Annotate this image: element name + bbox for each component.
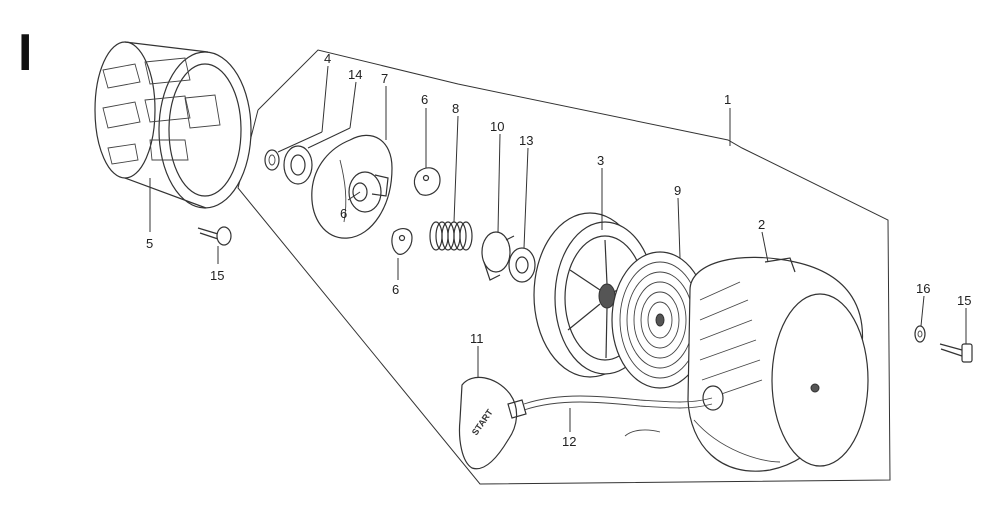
callout-7: 7 — [381, 71, 388, 86]
part-cup-5 — [94, 41, 252, 209]
callout-15-right: 15 — [957, 293, 971, 308]
callout-5: 5 — [146, 236, 153, 251]
callout-4: 4 — [324, 51, 331, 66]
callout-6-upper: 6 — [421, 92, 428, 107]
callout-11: 11 — [470, 331, 484, 346]
part-washer-14 — [283, 145, 313, 185]
leader-lines — [149, 65, 967, 432]
callout-10: 10 — [490, 119, 504, 134]
part-rope-12 — [523, 395, 713, 437]
callout-1: 1 — [724, 92, 731, 107]
callout-12: 12 — [562, 434, 576, 449]
callout-9: 9 — [674, 183, 681, 198]
callout-6-lower: 6 — [392, 282, 399, 297]
part-washer-13 — [508, 247, 536, 283]
part-start-handle-11: START — [458, 376, 527, 470]
part-bolt-15-right — [939, 343, 973, 363]
callout-13: 13 — [519, 133, 533, 148]
callout-8: 8 — [452, 101, 459, 116]
part-housing-2 — [687, 256, 869, 472]
assembly-boundary — [237, 49, 891, 485]
part-spring-8 — [429, 221, 473, 251]
callout-15-left: 15 — [210, 268, 224, 283]
callout-3: 3 — [597, 153, 604, 168]
section-letter: I — [18, 24, 32, 82]
part-pawl-6-lower — [391, 228, 413, 255]
part-clip-10 — [481, 231, 515, 281]
part-pawl-6-upper — [413, 167, 441, 196]
part-bolt-15-left — [197, 226, 232, 246]
callout-2: 2 — [758, 217, 765, 232]
part-ratchet-7 — [311, 134, 393, 239]
callout-6-center: 6 — [340, 206, 347, 221]
callout-16: 16 — [916, 281, 930, 296]
part-clip-4 — [264, 149, 280, 171]
part-washer-16 — [914, 325, 926, 343]
callout-14: 14 — [348, 67, 362, 82]
